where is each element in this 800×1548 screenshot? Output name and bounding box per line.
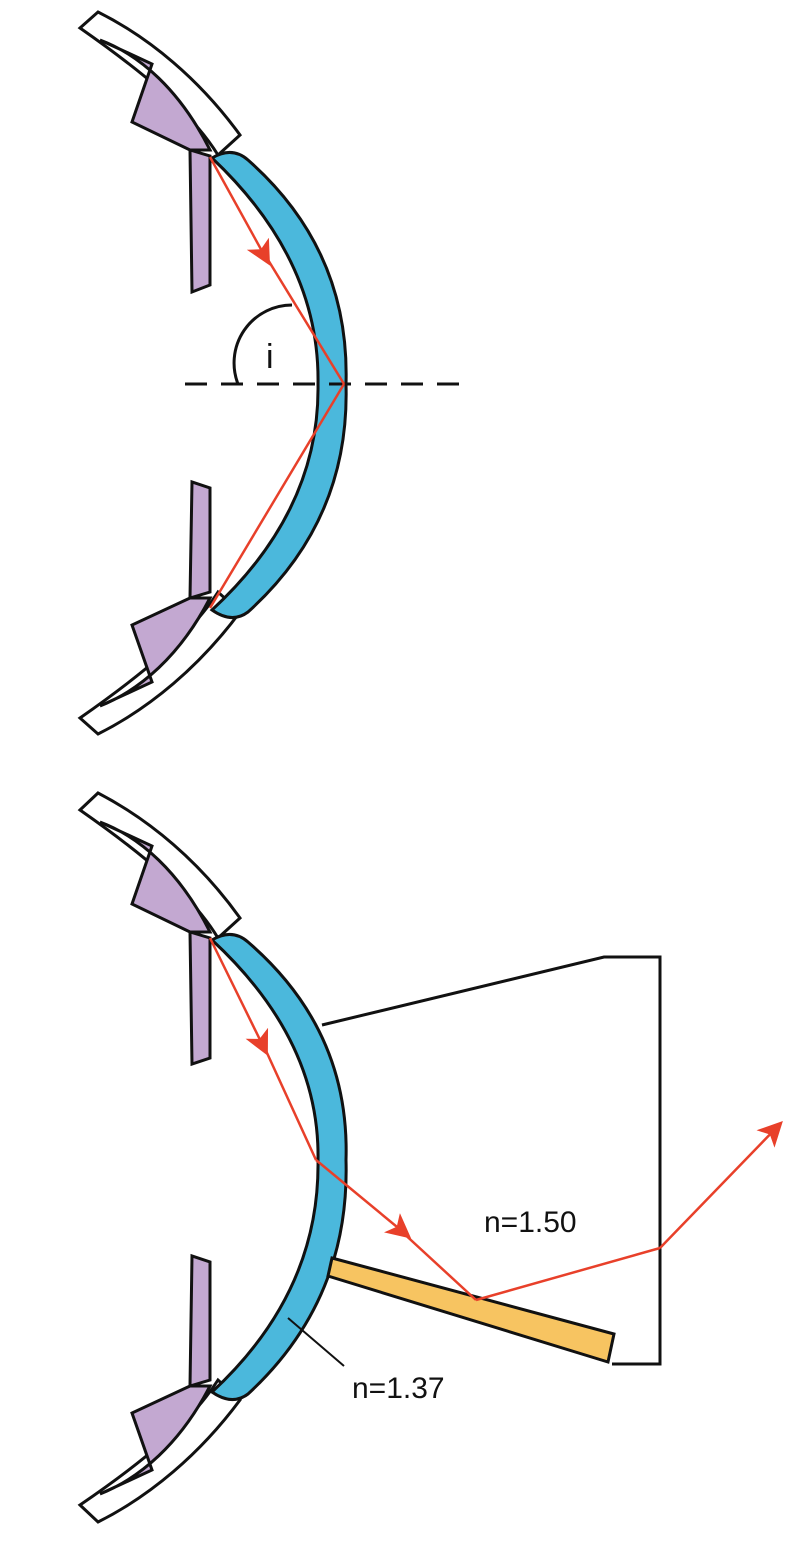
ray-incident-top xyxy=(208,156,271,266)
ray-refracted-bottom xyxy=(315,1159,412,1239)
iris-stub-upper-top xyxy=(188,147,212,295)
cornea-index-label: n=1.37 xyxy=(352,1372,445,1405)
angle-label: i xyxy=(266,338,274,376)
ray-refracted-bottom-cont xyxy=(399,1229,477,1301)
bottom-eye-diagram: n=1.50 n=1.37 xyxy=(77,791,783,1524)
iris-stub-upper-bottom xyxy=(188,929,212,1067)
prism-index-label: n=1.50 xyxy=(484,1206,577,1239)
ray-exit xyxy=(659,1121,783,1249)
gonio-mirror xyxy=(326,1256,616,1364)
angle-arc xyxy=(232,303,293,385)
iris-stub-lower-bottom xyxy=(188,1253,212,1389)
iris-stub-lower-top xyxy=(188,479,212,601)
cornea-inner-edge-bottom xyxy=(211,939,320,1393)
ray-incident-bottom xyxy=(208,937,269,1056)
ray-incident-bottom-cont xyxy=(260,1041,318,1161)
cornea-inner-edge-top xyxy=(211,157,320,611)
ray-mirror-reflected xyxy=(475,1246,661,1302)
cornea-leader-line xyxy=(287,1317,345,1367)
ray-incident-top-cont xyxy=(260,249,346,385)
top-eye-diagram: i xyxy=(77,10,470,736)
goniolens-outline xyxy=(321,955,662,1366)
ray-reflected-top xyxy=(208,383,346,609)
